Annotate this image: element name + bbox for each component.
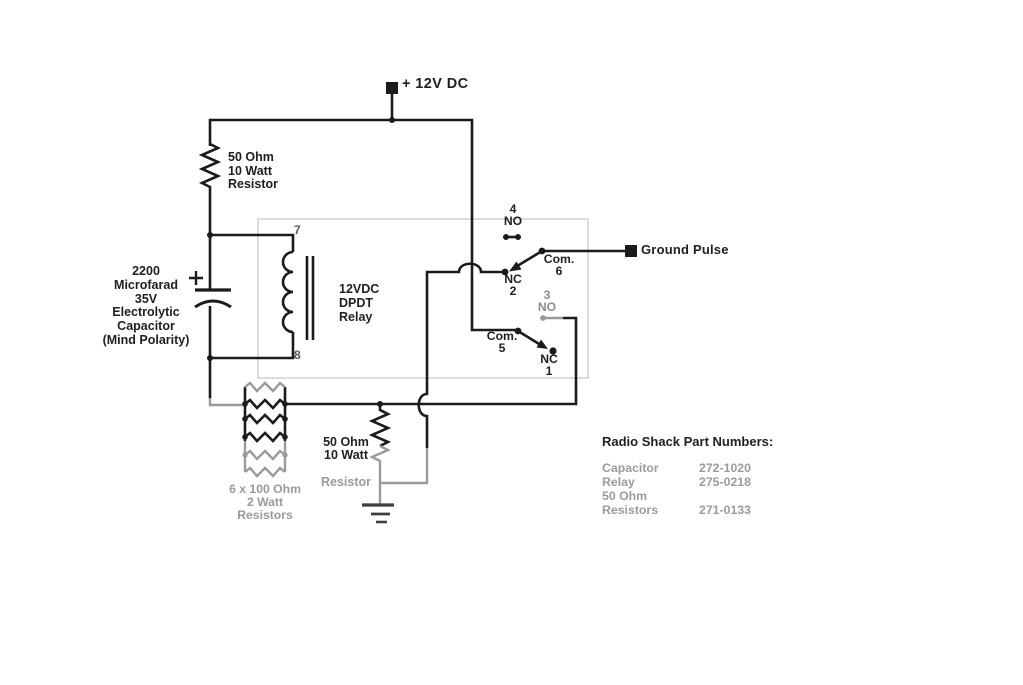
capacitor-symbol [189,271,232,309]
contact-no4-dot-right [515,234,521,240]
resistor-mid-label-gray: Resistor [320,474,372,489]
part-name: 50 Ohm Resistors [602,488,659,517]
contact-com6-dot [538,247,546,255]
capacitor-label: 2200 Microfarad 35V Electrolytic Capacit… [102,264,190,347]
contact-no3-label: 3 NO [537,288,557,314]
resistor-mid-label: 50 Ohm 10 Watt Resistor [315,423,377,502]
black-wires [198,94,625,448]
output-label: Ground Pulse [641,242,729,257]
part-name: Relay [602,474,635,489]
bank-resistor-row2 [244,398,286,410]
wire-top-bus-and-right-drop [208,118,515,332]
part-name: Capacitor [602,460,659,475]
relay-coil-symbol [281,250,294,334]
arrowhead-pole5 [536,339,548,349]
wire-gray-connector [380,448,429,485]
resistor-mid-gray-tail-to-ground [369,444,391,505]
resistor-mid-label-black: 50 Ohm 10 Watt [323,435,369,463]
resistor-bank-label: 6 x 100 Ohm 2 Watt Resistors [229,482,301,522]
output-terminal-icon [625,245,637,257]
relay-label: 12VDC DPDT Relay [339,282,380,324]
contact-nc1-label: NC 1 [540,352,558,378]
switch-arrowheads [509,261,548,349]
wire-rail-to-bank-link [208,398,245,407]
bank-resistor-row6 [244,466,286,478]
resistor-top-label: 50 Ohm 10 Watt Resistor [228,150,279,191]
contact-no4-dot-left [503,234,509,240]
wire-bottom-bus-and-no3-drop [285,316,578,406]
bank-resistor-row3 [244,413,286,425]
wire-nc2-to-ground-with-hops [417,262,502,448]
gray-dots [242,315,546,458]
part-number: 271-0133 [699,502,751,517]
arrowhead-pole6 [509,261,522,272]
contact-com6-label: Com. 6 [543,252,575,278]
parts-list: Radio Shack Part Numbers: Capacitor 272-1… [602,434,774,517]
contact-com5-dot [514,327,522,335]
wire-coil-bottom [210,332,295,360]
parts-row-relay: Relay 275-0218 [602,475,773,489]
part-number: 272-1020 [699,460,751,475]
bank-resistor-row4 [244,431,286,443]
power-terminal-icon [386,82,398,94]
relay-pin7-label: 7 [294,223,301,237]
parts-list-rows: Capacitor 272-1020 Relay 275-0218 50 Ohm R… [602,461,773,517]
power-label: + 12V DC [402,76,469,92]
contact-no4-label: 4 NO [503,202,523,228]
contact-nc2-dot [501,268,509,276]
contact-no3-dot [540,315,546,321]
resistor-50ohm-mid-symbol [368,404,392,448]
relay-outline-box [257,218,589,379]
contact-nc2-label: NC 2 [504,272,522,298]
contact-com5-label: Com. 5 [486,329,518,355]
junction-dots [207,117,557,440]
bank-resistor-row1 [244,381,286,393]
bank-resistor-row5 [244,449,286,461]
resistor-50ohm-top-symbol [198,142,222,192]
ground-icon [362,503,394,524]
parts-row-capacitor: Capacitor 272-1020 [602,461,773,475]
capacitor-polarity-plus-icon [189,271,203,285]
part-number: 275-0218 [699,474,751,489]
capacitor-plate-bottom [194,299,232,309]
parts-list-title: Radio Shack Part Numbers: [602,434,774,449]
wire-coil-top [210,233,295,252]
contact-nc1-dot [549,347,557,355]
parts-row-resistors: 50 Ohm Resistors 271-0133 [602,489,773,517]
relay-pin8-label: 8 [294,348,301,362]
